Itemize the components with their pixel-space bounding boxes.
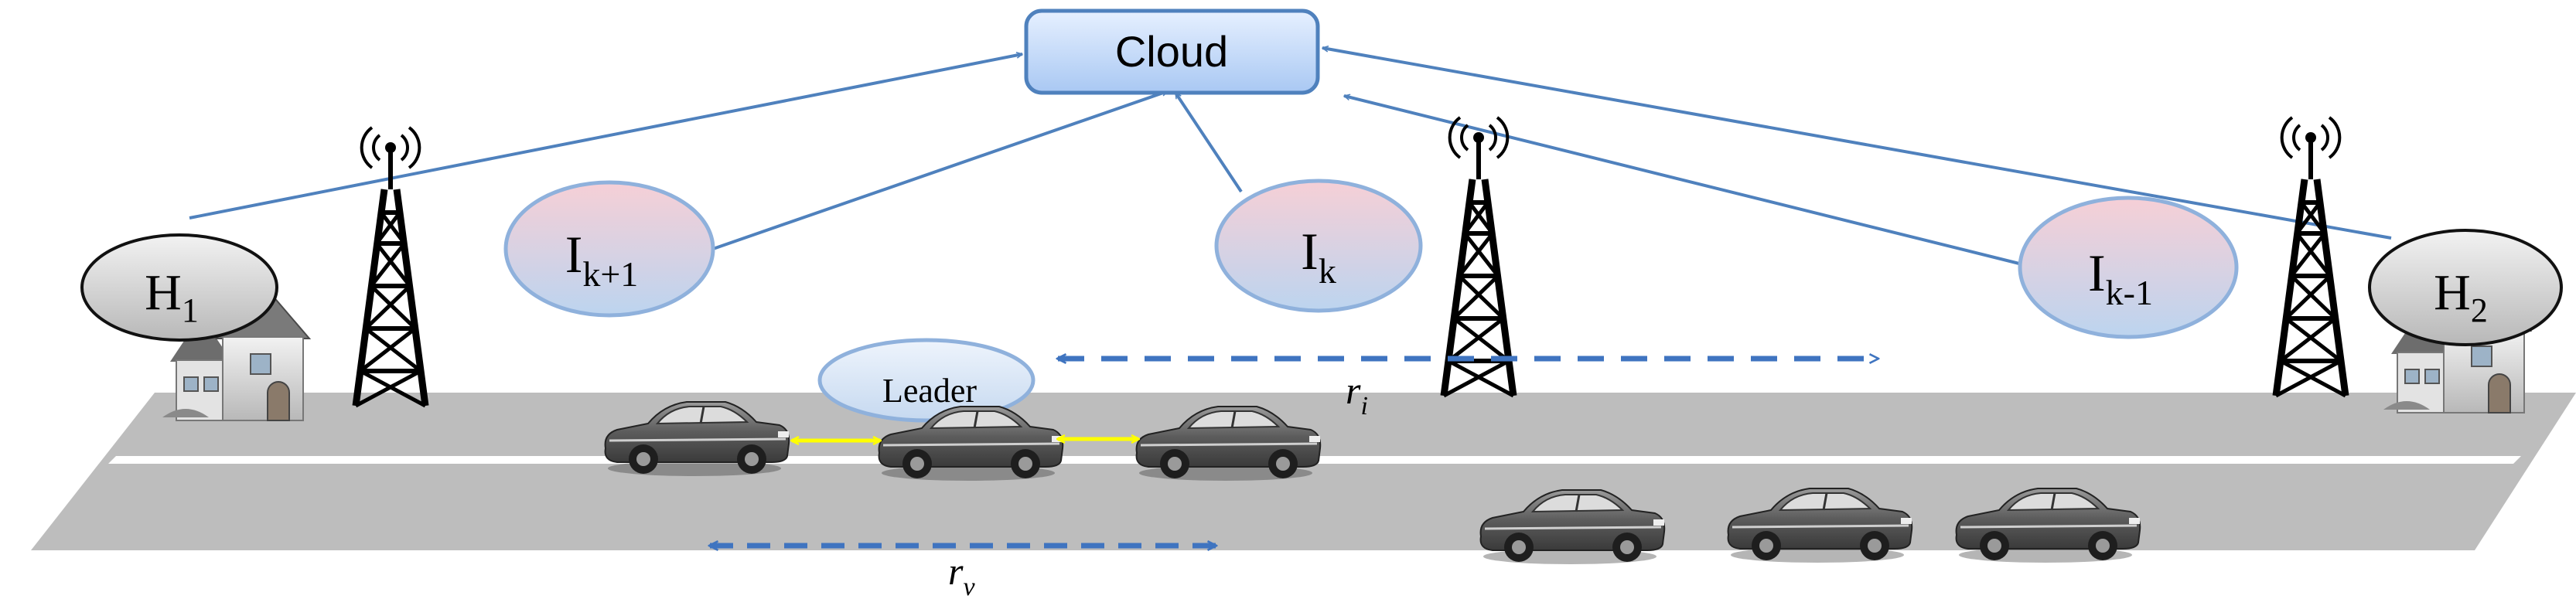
cell-tower-icon xyxy=(1444,117,1513,396)
infrastructure-range-label: ri xyxy=(1346,369,1368,420)
cloud-node: Cloud xyxy=(1024,9,1320,95)
link-h2-cloud xyxy=(1322,48,2392,240)
link-ik-cloud xyxy=(1174,93,1243,193)
home-node-h1: H1 xyxy=(80,233,278,342)
infrastructure-node-ik-minus-1: Ik-1 xyxy=(2018,196,2239,339)
infrastructure-node-ik: Ik xyxy=(1214,179,1423,313)
leader-label: Leader xyxy=(882,372,977,410)
svg-text:H1: H1 xyxy=(145,264,199,329)
home-node-h2: H2 xyxy=(2368,229,2563,346)
infrastructure-node-ik-plus-1: Ik+1 xyxy=(503,180,715,318)
vehicle-range-label: rv xyxy=(948,550,975,601)
link-h1-cloud xyxy=(189,54,1022,220)
cell-tower-icon xyxy=(356,128,425,406)
svg-text:H2: H2 xyxy=(2434,264,2488,329)
cloud-label: Cloud xyxy=(1115,27,1228,76)
link-ik1-cloud xyxy=(712,90,1168,250)
cell-tower-icon xyxy=(2276,117,2346,396)
svg-text:Ik+1: Ik+1 xyxy=(565,225,639,294)
leader-node: Leader xyxy=(817,338,1036,423)
svg-text:Ik-1: Ik-1 xyxy=(2088,243,2153,312)
link-ik-1-cloud xyxy=(1344,96,2023,266)
svg-text:Ik: Ik xyxy=(1301,222,1336,291)
